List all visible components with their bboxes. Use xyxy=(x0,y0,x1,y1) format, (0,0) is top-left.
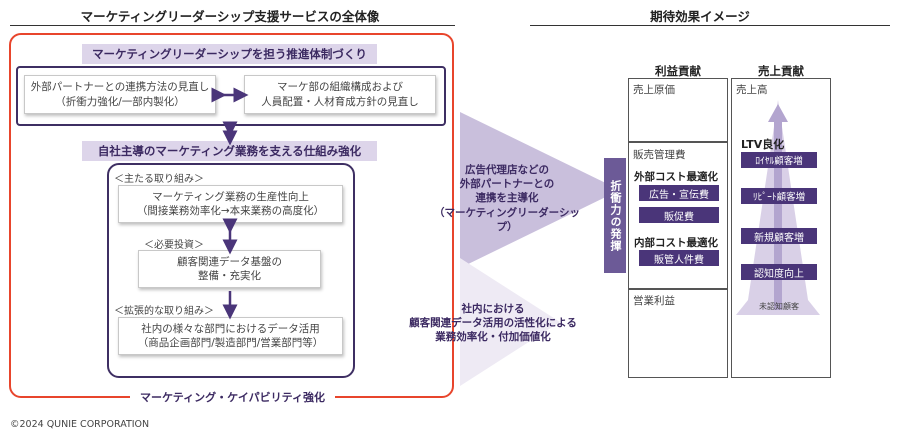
arrow1-line3: 連携を主導化 xyxy=(475,192,539,205)
mid-band: 自社主導のマーケティング業務を支える仕組み強化 xyxy=(82,141,377,161)
sales-label: 売上高 xyxy=(736,84,768,96)
data-use-line1: 社内の様々な部門におけるデータ活用 xyxy=(141,322,320,335)
data-platform-line2: 整備・充実化 xyxy=(198,270,261,282)
label-ext: ＜拡張的な取り組み＞ xyxy=(114,306,214,317)
org-box-line2: 人員配置・人材育成方針の見直し xyxy=(261,95,419,108)
ext-cost-title: 外部コスト最適化 xyxy=(634,171,718,183)
sga-label: 販売管理費 xyxy=(633,149,686,161)
sales-cell xyxy=(731,78,831,378)
left-title: マーケティングリーダーシップ支援サービスの全体像 xyxy=(80,9,380,24)
int-cost-title: 内部コスト最適化 xyxy=(634,237,718,249)
sales-title: 売上貢献 xyxy=(758,64,804,78)
copyright: ©2024 QUNIE CORPORATION xyxy=(10,419,150,430)
negotiation-bar: 折衝力の発揮 xyxy=(604,158,626,273)
data-platform-box: 顧客関連データ基盤の 整備・充実化 xyxy=(138,250,321,288)
right-title-rule xyxy=(530,25,890,26)
promo-cost-box: 販促費 xyxy=(639,207,719,223)
awareness-box: 認知度向上 xyxy=(741,264,817,280)
productivity-box: マーケティング業務の生産性向上 （間接業務効率化→本来業務の高度化） xyxy=(118,185,343,223)
op-label: 営業利益 xyxy=(633,295,675,307)
arrow1-line1: 広告代理店などの xyxy=(465,164,549,176)
cost-label: 売上原価 xyxy=(633,84,675,96)
partner-box: 外部パートナーとの連携方法の見直し （折衝力強化/一部内製化） xyxy=(24,75,216,114)
label-invest: ＜必要投資＞ xyxy=(144,240,204,251)
top-band: マーケティングリーダーシップを担う推進体制づくり xyxy=(82,44,377,64)
ltv-title: LTV良化 xyxy=(741,138,785,151)
repeat-box: ﾘﾋﾟｰﾄ顧客増 xyxy=(741,188,817,204)
productivity-line1: マーケティング業務の生産性向上 xyxy=(152,190,309,203)
data-platform-line1: 顧客関連データ基盤の xyxy=(177,255,282,268)
productivity-line2: （間接業務効率化→本来業務の高度化） xyxy=(136,205,325,217)
arrow1-line4: （マーケティングリーダーシップ） xyxy=(434,206,580,233)
label-main: ＜主たる取り組み＞ xyxy=(114,174,204,185)
unaware-label: 未認知顧客 xyxy=(759,302,799,311)
bottom-label-bg xyxy=(130,388,335,408)
right-title: 期待効果イメージ xyxy=(650,9,750,24)
org-box: マーケ部の組織構成および 人員配置・人材育成方針の見直し xyxy=(244,75,436,114)
new-box: 新規顧客増 xyxy=(741,228,817,244)
big-arrow-1 xyxy=(460,112,620,268)
data-use-line2: （商品企画部門/製造部門/営業部門等） xyxy=(137,337,324,349)
labor-cost-box: 販管人件費 xyxy=(639,250,719,266)
partner-box-line2: （折衝力強化/一部内製化） xyxy=(55,95,185,108)
left-title-rule xyxy=(10,25,455,26)
arrow1-text: 広告代理店などの 外部パートナーとの 連携を主導化 （マーケティングリーダーシッ… xyxy=(432,163,582,234)
arrow2-line2: 顧客関連データ活用の活性化による xyxy=(409,317,577,330)
bottom-label: マーケティング・ケイパビリティ強化 xyxy=(139,391,326,404)
arrow1-line2: 外部パートナーとの xyxy=(459,178,555,191)
ad-cost-box: 広告・宣伝費 xyxy=(639,185,719,201)
arrow2-line3: 業務効率化・付加価値化 xyxy=(435,331,551,344)
loyal-box: ﾛｲﾔﾙ顧客増 xyxy=(741,152,817,168)
arrow2-text: 社内における 顧客関連データ活用の活性化による 業務効率化・付加価値化 xyxy=(398,302,588,345)
op-cell xyxy=(628,289,728,378)
profit-title: 利益貢献 xyxy=(655,64,701,78)
org-box-line1: マーケ部の組織構成および xyxy=(277,81,403,94)
big-arrow-2 xyxy=(460,258,560,386)
data-use-box: 社内の様々な部門におけるデータ活用 （商品企画部門/製造部門/営業部門等） xyxy=(118,317,343,355)
arrow2-line1: 社内における xyxy=(461,303,525,315)
cost-cell xyxy=(628,78,728,142)
funnel-arrow-head xyxy=(768,104,788,122)
partner-box-line1: 外部パートナーとの連携方法の見直し xyxy=(30,81,210,94)
